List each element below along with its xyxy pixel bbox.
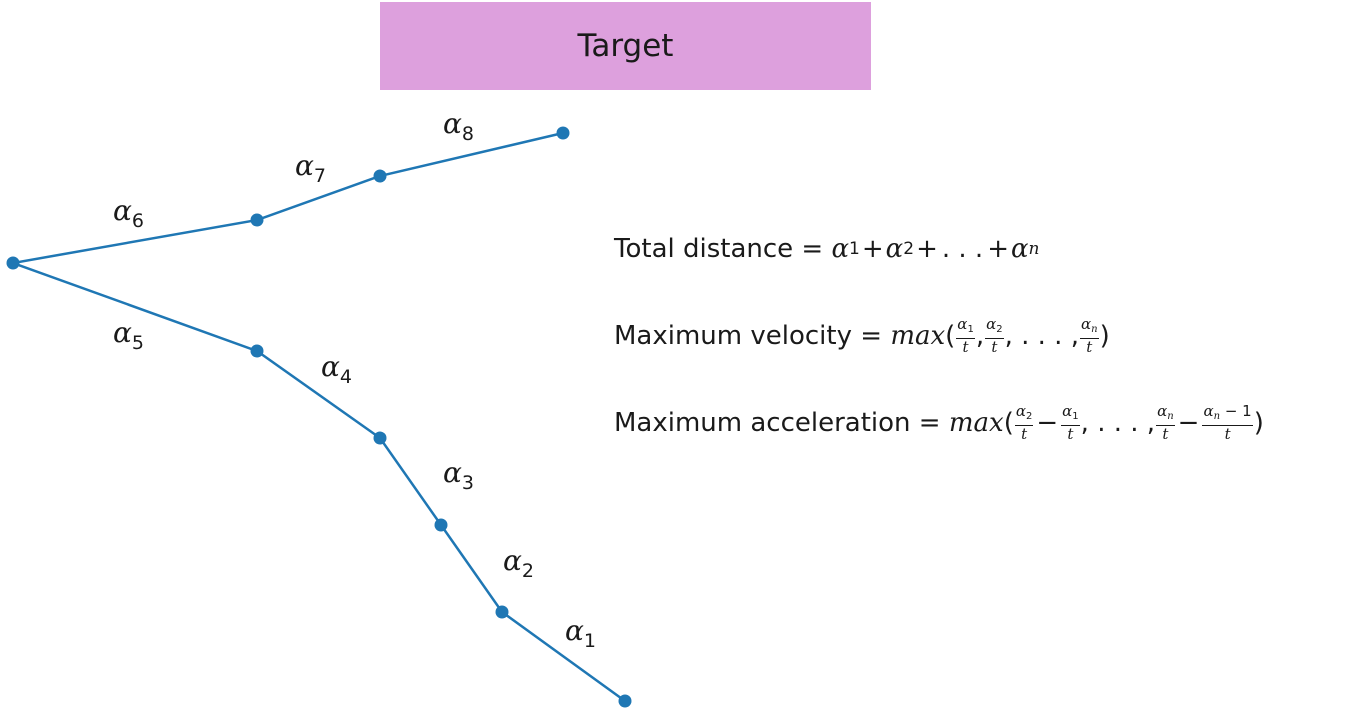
- plus-sign: +: [987, 234, 1009, 264]
- segment-label: α5: [113, 316, 144, 354]
- trajectory-point: [373, 431, 387, 445]
- term-alpha-n: α: [1010, 234, 1029, 264]
- segment-label: α2: [503, 544, 534, 582]
- segment-label: α4: [321, 350, 352, 388]
- segment-label: α8: [443, 107, 474, 145]
- frac-num: α: [1062, 402, 1073, 420]
- segment-label: α1: [565, 614, 596, 652]
- trajectory-point: [250, 344, 264, 358]
- max-function: max: [948, 408, 1004, 438]
- frac-den: t: [991, 338, 998, 356]
- segment-label: α3: [443, 456, 474, 494]
- frac-den: t: [1224, 425, 1231, 443]
- max-function: max: [890, 321, 946, 351]
- ellipsis: , . . . ,: [1004, 321, 1079, 351]
- target-label: Target: [577, 28, 674, 64]
- frac-num-sub: n: [1091, 324, 1098, 335]
- plus-sign: +: [861, 234, 884, 264]
- frac-num: α: [957, 315, 968, 333]
- frac-num: α: [1203, 402, 1214, 420]
- trajectory-point: [618, 694, 632, 708]
- close-paren: ): [1099, 321, 1110, 351]
- trajectory-point: [6, 256, 20, 270]
- frac-den: t: [962, 338, 969, 356]
- frac-num: α: [1157, 402, 1168, 420]
- segment-label: α6: [113, 194, 144, 232]
- equation-max-velocity: Maximum velocity = max( α1 t , α2 t , . …: [614, 316, 1110, 356]
- close-paren: ): [1253, 408, 1264, 438]
- minus-sign: −: [1036, 408, 1059, 438]
- frac-num-sub: n: [1167, 411, 1174, 422]
- frac-num-tail: − 1: [1220, 402, 1252, 420]
- ellipsis: , . . . ,: [1080, 408, 1156, 438]
- equation-max-acceleration: Maximum acceleration = max( α2 t − α1 t …: [614, 403, 1264, 443]
- trajectory-point: [556, 126, 570, 140]
- open-paren: (: [945, 321, 956, 351]
- open-paren: (: [1003, 408, 1014, 438]
- fraction: α2 t: [1014, 402, 1034, 443]
- frac-num: α: [1015, 402, 1026, 420]
- term-alpha-1: α: [831, 234, 850, 264]
- frac-num-sub: 1: [1072, 411, 1079, 422]
- minus-sign: −: [1177, 408, 1200, 438]
- term-alpha-2: α: [885, 234, 904, 264]
- fraction: αn t: [1079, 315, 1099, 356]
- plus-sign: +: [916, 234, 938, 264]
- segment-label: α7: [295, 149, 326, 187]
- frac-den: t: [1021, 425, 1028, 443]
- frac-num-sub: 2: [996, 324, 1003, 335]
- frac-den: t: [1086, 338, 1093, 356]
- term-sub-2: 2: [903, 239, 915, 259]
- trajectory-point: [434, 518, 448, 532]
- velocity-lhs: Maximum velocity =: [614, 321, 883, 351]
- fraction: α1 t: [956, 316, 975, 356]
- frac-num-sub: 2: [1025, 411, 1033, 422]
- acceleration-lhs: Maximum acceleration =: [614, 408, 941, 438]
- frac-num: α: [986, 315, 997, 333]
- term-sub-1: 1: [849, 239, 860, 259]
- frac-den: t: [1162, 425, 1169, 443]
- frac-den: t: [1067, 425, 1074, 443]
- trajectory-point: [373, 169, 387, 183]
- trajectory-line: [8, 131, 626, 703]
- trajectory-point: [495, 605, 509, 619]
- ellipsis: . . .: [941, 234, 984, 264]
- comma: ,: [975, 321, 985, 351]
- frac-num-sub: n: [1213, 411, 1221, 422]
- trajectory-point: [250, 213, 264, 227]
- fraction: α1 t: [1061, 403, 1080, 443]
- target-box: Target: [380, 2, 871, 90]
- fraction: αn − 1 t: [1202, 402, 1253, 443]
- fraction: αn t: [1156, 403, 1175, 443]
- fraction: α2 t: [985, 316, 1004, 356]
- distance-lhs: Total distance =: [614, 234, 824, 264]
- frac-num: α: [1080, 315, 1092, 333]
- frac-num-sub: 1: [967, 324, 974, 335]
- term-sub-n: n: [1028, 239, 1040, 259]
